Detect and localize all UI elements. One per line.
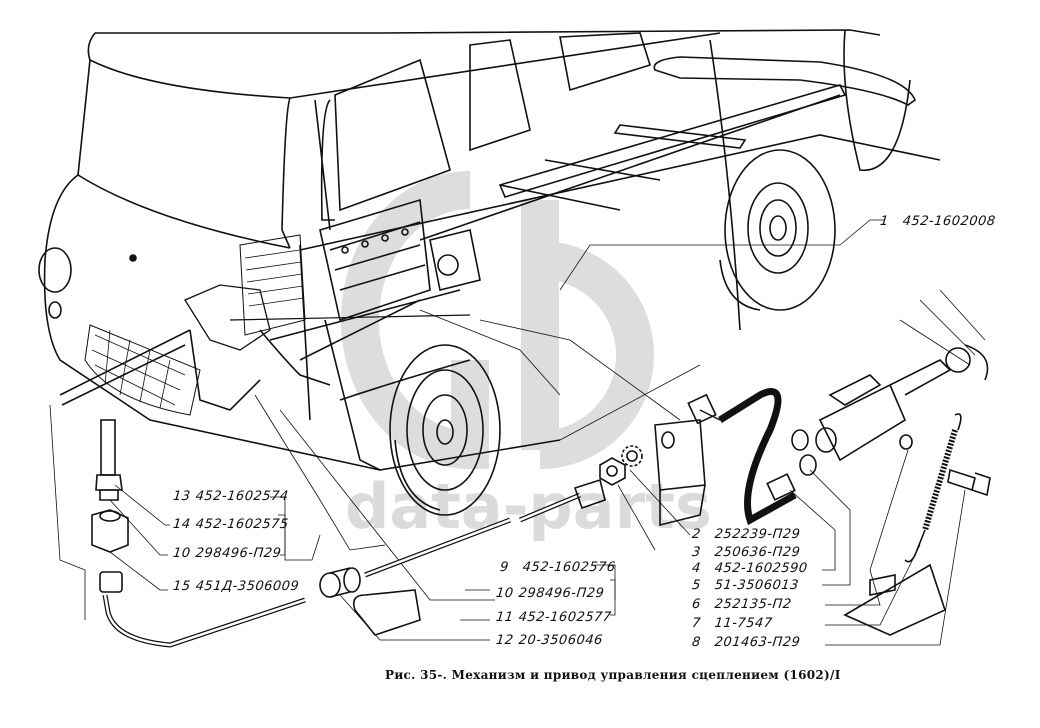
pedal-linkage (59, 284, 471, 411)
part-10-nut-left (91, 509, 129, 553)
part-label-10-fitting: 10 298496-П29 (172, 546, 283, 561)
front-details (38, 247, 201, 416)
part-label-6: 6 252135-П2 (691, 597, 793, 612)
label-leaders (109, 449, 966, 646)
part-label-9: 9 452-1602576 (499, 560, 617, 575)
rear-wheel (719, 149, 836, 311)
part-11-rod (364, 517, 511, 578)
part-label-4: 4 452-1602590 (691, 561, 809, 576)
part-14-fitting (95, 419, 123, 501)
frame (419, 56, 916, 241)
part-8-bolt (947, 468, 991, 497)
part-hose (687, 388, 797, 526)
engine (239, 198, 481, 336)
part-4-slave-cylinder (791, 344, 989, 462)
part-label-15: 15 451Д-3506009 (172, 579, 300, 594)
part-label-2: 2 252239-П29 (691, 527, 802, 542)
part-label-10-rod: 10 298496-П29 (495, 586, 606, 601)
bracket-plate (654, 419, 706, 527)
part-label-11: 11 452-1602577 (495, 610, 613, 625)
part-6-washer (899, 434, 913, 450)
part-9-hose-end (519, 478, 606, 523)
van-body (43, 29, 941, 471)
part-15-tube (99, 571, 306, 648)
front-wheel (389, 344, 501, 516)
part-7-spring (904, 413, 962, 563)
part-label-8: 8 201463-П29 (691, 635, 802, 650)
part-label-12: 12 20-3506046 (495, 633, 604, 648)
part-5-ring (799, 454, 817, 476)
part-label-1: 1 452-1602008 (879, 214, 997, 229)
part-label-5: 5 51-3506013 (691, 578, 800, 593)
part-label-14: 14 452-1602575 (172, 517, 290, 532)
part-3-nut (599, 457, 626, 486)
part-label-3: 3 250636-П29 (691, 545, 802, 560)
part-12-sleeve-bracket (319, 567, 421, 636)
leader-lines (49, 219, 986, 620)
part-2-washer (621, 445, 643, 467)
part-label-7: 7 11-7547 (691, 616, 774, 631)
figure-caption: Рис. 35-. Механизм и привод управления с… (385, 668, 841, 682)
pedal-pad-bracket (843, 563, 946, 636)
part-label-13: 13 452-1602574 (172, 489, 290, 504)
